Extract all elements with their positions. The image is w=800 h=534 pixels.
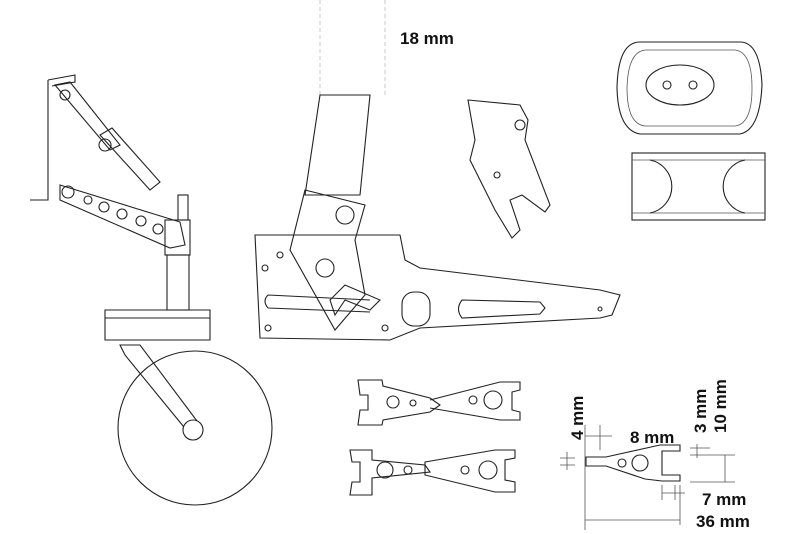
dimensioned-arm [560,425,735,530]
bushing-top-view [616,41,763,135]
arm-pair-top [357,379,521,426]
strut-and-plate [254,0,621,341]
bushing-side-view [631,152,766,221]
dim-slot-gap: 3 mm [691,389,710,433]
bracket-part [467,99,551,239]
dim-tube-width: 18 mm [400,29,454,48]
dim-lower-offset: 7 mm [702,490,746,509]
wheel-hub [182,419,204,441]
dim-slot-depth: 10 mm [711,379,730,433]
dim-arm-tip: 8 mm [630,428,674,447]
landing-gear-assembly [30,74,273,506]
dim-arm-height: 4 mm [568,396,587,440]
dim-arm-length: 36 mm [696,512,750,531]
arm-pair-bottom [349,449,516,496]
wheel [117,350,273,506]
